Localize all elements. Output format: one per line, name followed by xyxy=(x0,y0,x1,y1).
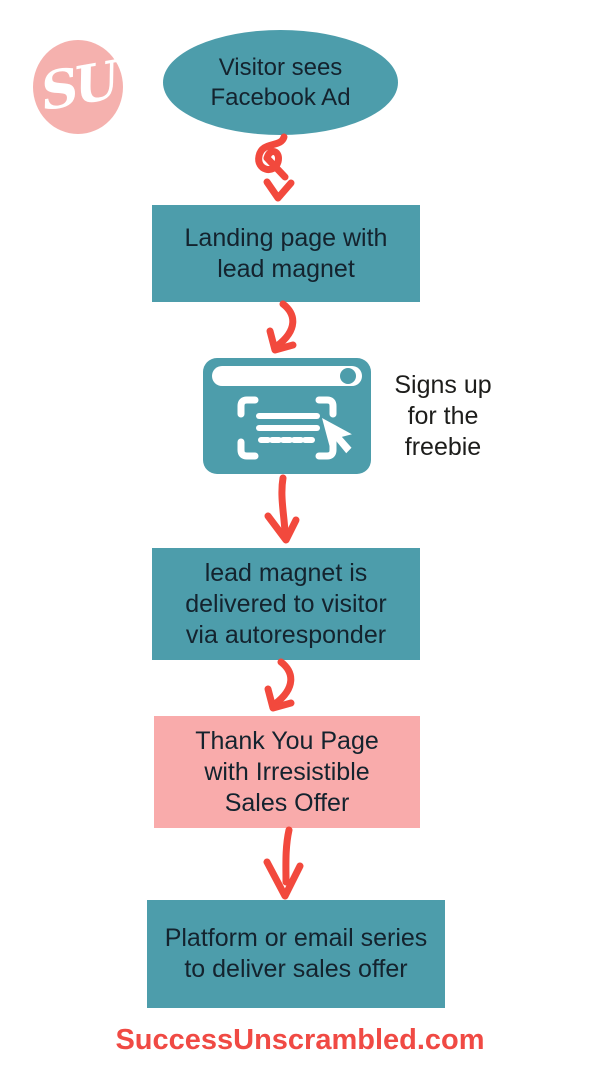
step-thank-you-page: Thank You Page with Irresistible Sales O… xyxy=(154,716,420,828)
straight-arrow-down-icon xyxy=(264,474,300,544)
cursor-icon xyxy=(322,418,352,454)
curved-arrow-down-icon xyxy=(266,300,297,354)
website-url: SuccessUnscrambled.com xyxy=(115,1024,485,1056)
su-monogram-icon: SU xyxy=(35,49,121,124)
straight-arrow-down-icon xyxy=(263,826,304,900)
browser-form-with-cursor-icon xyxy=(203,358,371,474)
step-platform-email-series: Platform or email series to deliver sale… xyxy=(147,900,445,1008)
signup-caption: Signs up for the freebie xyxy=(394,371,492,461)
loop-squiggle-arrow-down-icon xyxy=(255,133,295,202)
step-lead-magnet-delivery: lead magnet is delivered to visitor via … xyxy=(152,548,420,660)
brand-logo: SU xyxy=(33,40,123,134)
curved-arrow-down-icon xyxy=(264,658,295,712)
step-landing-page: Landing page with lead magnet xyxy=(152,205,420,302)
step-visitor-sees-ad: Visitor sees Facebook Ad xyxy=(163,30,398,135)
